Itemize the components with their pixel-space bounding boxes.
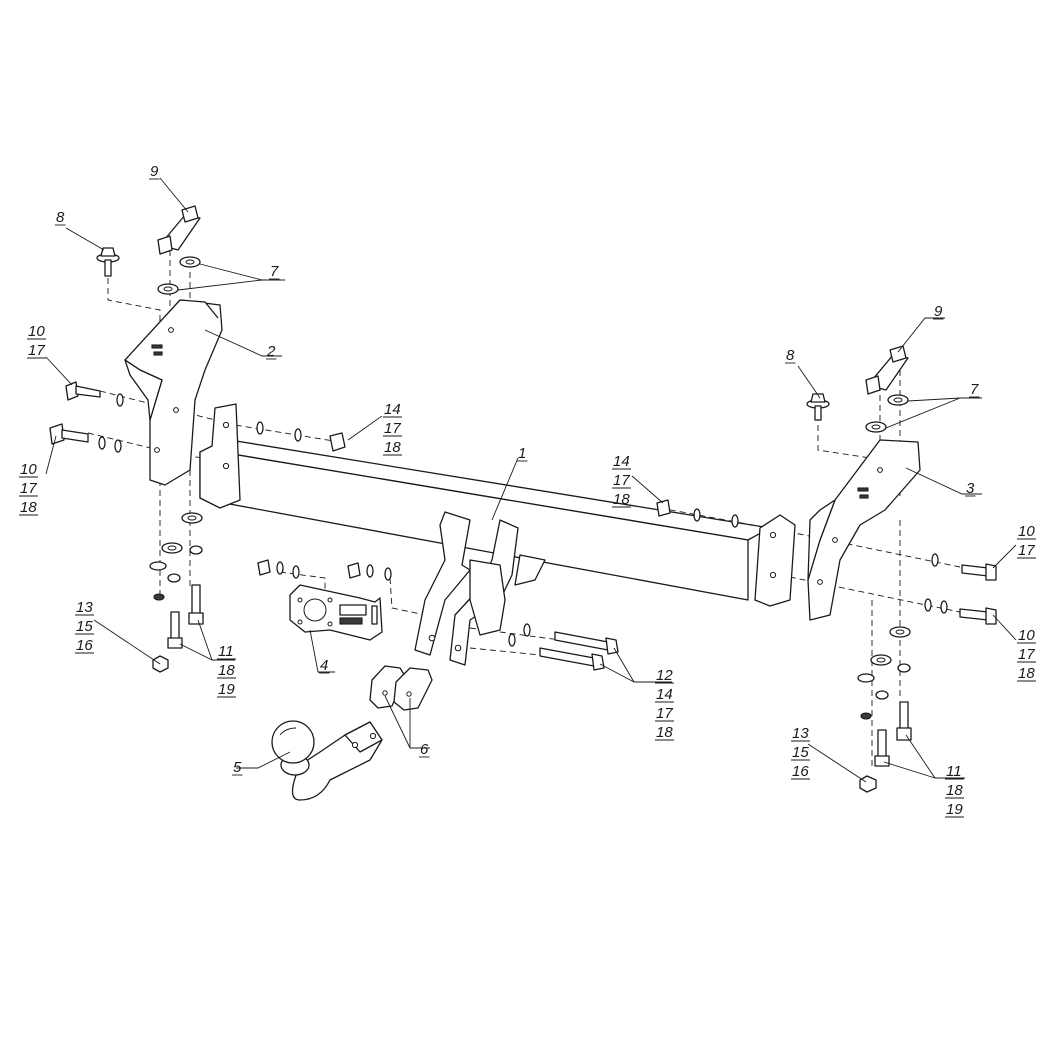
cross-beam (199, 403, 796, 666)
fasteners-hitch (257, 559, 619, 671)
callout-number: 17 (613, 472, 630, 489)
callout-number: 12 (656, 667, 673, 684)
callout-number: 14 (613, 453, 630, 470)
callout-number: 4 (320, 657, 328, 674)
right-bracket (807, 439, 921, 621)
callout-c7b: 7 (969, 381, 980, 398)
callout-number: 2 (266, 343, 276, 360)
callout-number: 14 (384, 401, 401, 418)
callout-number: 18 (20, 499, 37, 516)
callout-c14b: 14 17 18 (612, 453, 631, 508)
callout-c12: 12 14 17 18 (655, 667, 674, 741)
callout-number: 10 (20, 461, 37, 478)
callout-number: 18 (384, 439, 401, 456)
fasteners-right (924, 553, 997, 625)
callout-number: 17 (20, 480, 37, 497)
callout-number: 11 (946, 763, 962, 780)
callout-number: 19 (946, 801, 963, 818)
callout-c11a: 11 18 19 (217, 643, 236, 698)
callout-c9b: 9 (933, 303, 944, 320)
callout-number: 19 (218, 681, 235, 698)
callout-number: 18 (1018, 665, 1035, 682)
callout-c14a: 14 17 18 (383, 401, 402, 456)
callout-c1: 1 (517, 445, 528, 462)
callout-number: 16 (792, 763, 809, 780)
callout-c3: 3 (965, 480, 976, 497)
callout-number: 15 (792, 744, 809, 761)
callout-number: 10 (1018, 627, 1035, 644)
callout-c4: 4 (319, 657, 330, 674)
callout-number: 7 (970, 381, 979, 398)
callout-number: 9 (150, 163, 159, 180)
fasteners-lower-right (857, 626, 912, 793)
callout-c9a: 9 (149, 163, 160, 180)
callout-number: 17 (1018, 646, 1035, 663)
callout-number: 13 (76, 599, 93, 616)
callout-number: 9 (934, 303, 943, 320)
callout-number: 18 (946, 782, 963, 799)
callout-number: 6 (420, 741, 429, 758)
callout-c13b: 13 15 16 (791, 725, 810, 780)
callout-number: 18 (613, 491, 630, 508)
callout-c5: 5 (232, 759, 243, 776)
callout-number: 17 (656, 705, 673, 722)
callout-number: 18 (656, 724, 673, 741)
leader-lines (45, 177, 1017, 783)
callout-number: 11 (218, 643, 234, 660)
callout-number: 14 (656, 686, 673, 703)
fasteners-lower-left (149, 512, 204, 673)
callout-c2: 2 (266, 343, 277, 360)
callout-c11b: 11 18 19 (945, 763, 964, 818)
callout-number: 5 (233, 759, 242, 776)
callout-number: 1 (518, 445, 526, 462)
callout-number: 18 (218, 662, 235, 679)
tow-ball (271, 720, 383, 801)
callout-number: 13 (792, 725, 809, 742)
callout-c8a: 8 (55, 209, 66, 226)
callout-number: 17 (384, 420, 401, 437)
callout-number: 16 (76, 637, 93, 654)
callout-number: 17 (1018, 542, 1035, 559)
left-bracket (124, 299, 223, 486)
callout-number: 17 (28, 342, 45, 359)
callout-c6: 6 (419, 741, 430, 758)
callout-number: 10 (1018, 523, 1035, 540)
callout-c8b: 8 (785, 347, 796, 364)
callout-c7a: 7 (269, 263, 280, 280)
callout-c10b: 10 17 18 (19, 461, 38, 516)
fasteners-top-left (96, 205, 201, 295)
callout-number: 10 (28, 323, 45, 340)
callout-number: 7 (270, 263, 279, 280)
callout-c10d: 10 17 18 (1017, 627, 1036, 682)
fasteners-top-right (656, 345, 909, 528)
callout-number: 8 (786, 347, 795, 364)
fasteners-mid-left (49, 381, 346, 453)
callout-number: 8 (56, 209, 65, 226)
callout-number: 3 (966, 480, 975, 497)
callout-c13a: 13 15 16 (75, 599, 94, 654)
spacer-plates (369, 665, 433, 711)
socket-plate (289, 584, 383, 641)
callout-number: 15 (76, 618, 93, 635)
